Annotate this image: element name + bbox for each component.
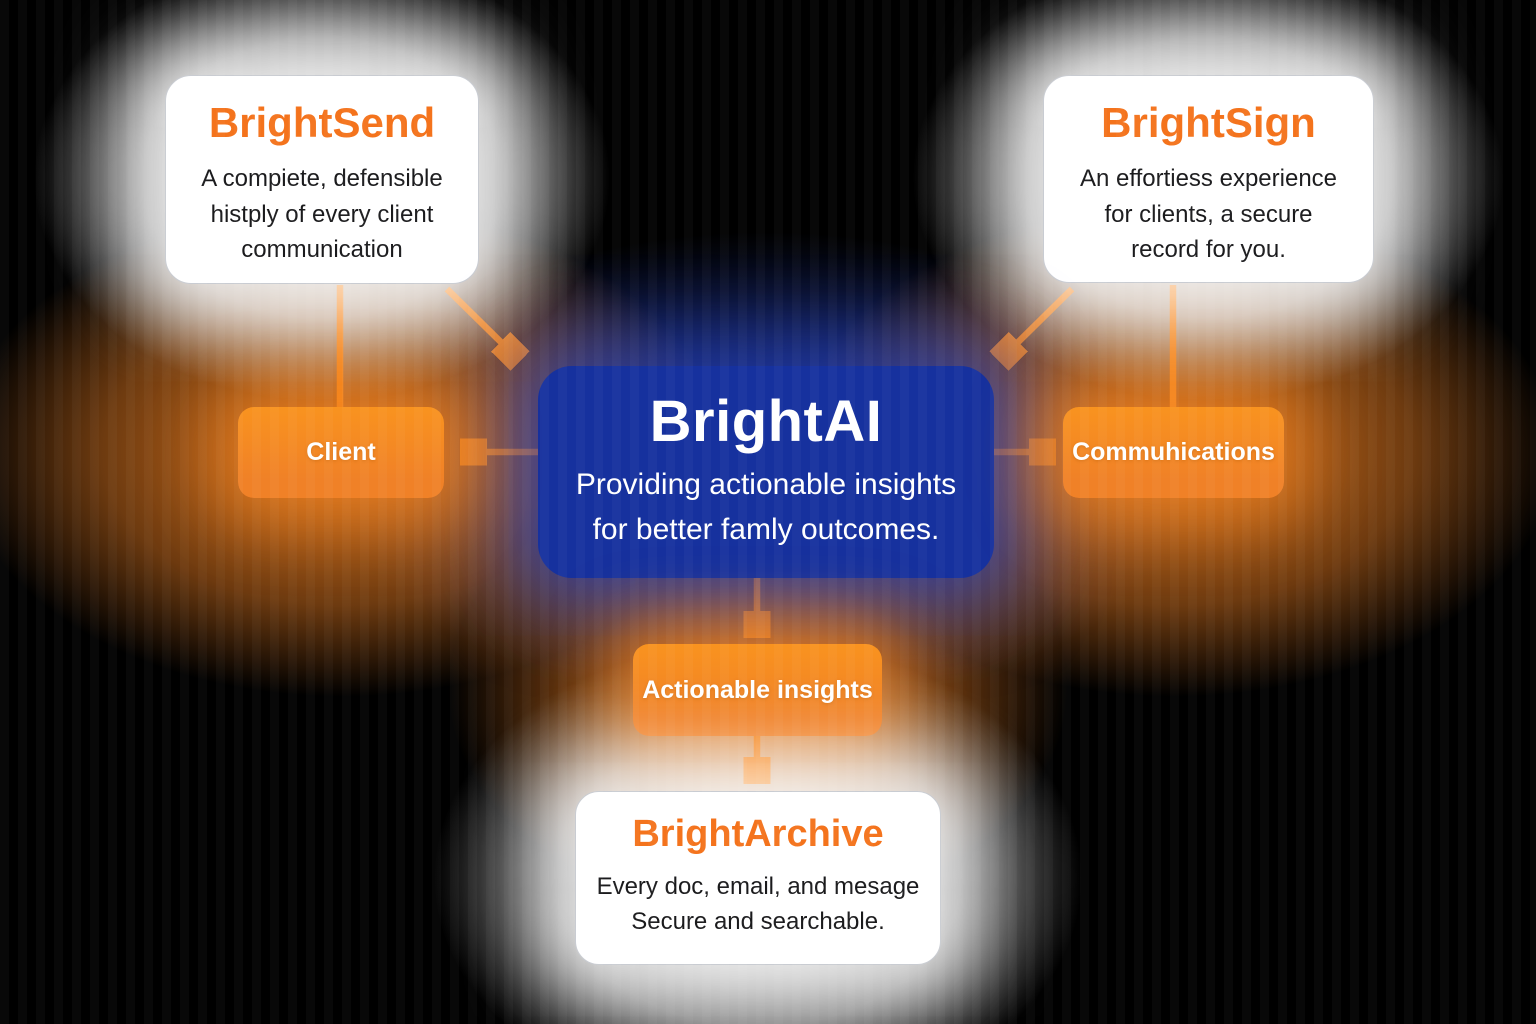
- brightai-title: BrightAI: [649, 388, 883, 454]
- brightai-subtitle: Providing actionable insights for better…: [575, 468, 957, 547]
- brightsign-description: An effortiess experience for clients, a …: [1079, 165, 1338, 264]
- brightsend-title: BrightSend: [208, 99, 436, 146]
- node-client: Client: [238, 407, 444, 498]
- communications-label: Commuhications: [1072, 438, 1275, 466]
- brightarchive-description: Every doc, email, and mesage Secure and …: [596, 872, 920, 936]
- arrow-brightsign-to-brightai: [1004, 286, 1075, 356]
- brightsend-description: A compiete, defensible histply of every …: [201, 165, 443, 264]
- card-brightsend: BrightSend A compiete, defensible histpl…: [165, 75, 479, 284]
- center-node-brightai: BrightAI Providing actionable insights f…: [538, 366, 994, 578]
- arrow-brightsend-to-brightai: [444, 286, 515, 356]
- node-actionable-insights: Actionable insights: [633, 644, 882, 736]
- insights-label: Actionable insights: [642, 675, 873, 704]
- brightarchive-title: BrightArchive: [632, 813, 884, 855]
- card-brightarchive: BrightArchive Every doc, email, and mesa…: [575, 791, 941, 965]
- card-brightsign: BrightSign An effortiess experience for …: [1043, 75, 1374, 283]
- node-communications: Commuhications: [1063, 407, 1284, 498]
- client-label: Client: [306, 438, 376, 466]
- brightsign-title: BrightSign: [1101, 99, 1316, 146]
